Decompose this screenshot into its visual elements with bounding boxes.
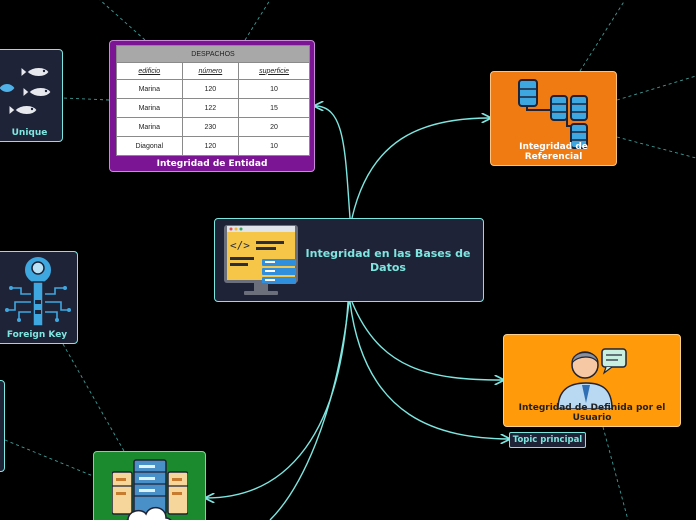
despachos-table: DESPACHOS edificio número superficie Mar…	[116, 45, 310, 156]
table-row: Marina 230 20	[116, 117, 310, 137]
dashed-link-ref-right-a	[616, 75, 696, 101]
foreign-key-label: Foreign Key	[6, 330, 68, 340]
table-cell: Marina	[116, 79, 183, 99]
central-topic-title: Integridad en las Bases de Datos	[305, 247, 471, 274]
unique-label: Unique	[11, 128, 48, 138]
table-cell: Diagonal	[116, 136, 183, 156]
foreign-key-node[interactable]: Foreign Key	[0, 251, 78, 344]
table-cell: 120	[181, 136, 240, 156]
left-partial-node[interactable]	[0, 380, 5, 472]
entidad-node[interactable]: DESPACHOS edificio número superficie Mar…	[109, 40, 315, 172]
usuario-node[interactable]: Integridad de Definida por el Usuario	[503, 334, 681, 427]
table-header: edificio	[116, 62, 183, 80]
dashed-link-leftbox	[4, 439, 94, 477]
table-header: superficie	[238, 62, 310, 80]
table-cell: 122	[181, 98, 240, 118]
fish-school-icon	[0, 65, 52, 117]
table-header: número	[181, 62, 240, 80]
link-central-usuario	[351, 301, 503, 380]
user-chat-icon	[557, 348, 627, 409]
table-cell: 230	[181, 117, 240, 137]
referencial-node[interactable]: Integridad de Referencial	[490, 71, 617, 166]
usuario-label: Integridad de Definida por el Usuario	[518, 403, 666, 423]
server-cloud-node[interactable]	[93, 451, 206, 520]
dashed-link-foreign	[62, 343, 125, 452]
code-monitor-icon: </>	[224, 225, 298, 295]
table-row: Marina 120 10	[116, 79, 310, 99]
unique-node[interactable]: Unique	[0, 49, 63, 142]
link-central-topic	[349, 301, 509, 439]
link-central-green	[206, 301, 349, 498]
link-central-bottom	[269, 301, 350, 520]
entidad-label: Integridad de Entidad	[156, 159, 268, 169]
server-cloud-icon	[112, 459, 188, 520]
table-cell: Marina	[116, 117, 183, 137]
central-topic[interactable]: </> Integridad en las Bases de Datos	[214, 218, 484, 302]
table-cell: 20	[238, 117, 310, 137]
table-cell: 120	[181, 79, 240, 99]
linked-databases-icon	[518, 79, 588, 149]
dashed-link-entidad-top-a	[99, 0, 146, 41]
dashed-link-unique	[62, 97, 110, 101]
link-central-referencial	[351, 118, 490, 219]
table-cell: Marina	[116, 98, 183, 118]
referencial-label: Integridad de Referencial	[519, 142, 588, 162]
table-row: Marina 122 15	[116, 98, 310, 118]
table-row: Diagonal 120 10	[116, 136, 310, 156]
dashed-link-ref-top	[579, 0, 626, 72]
link-central-entidad	[315, 106, 351, 219]
topic-principal[interactable]: Topic principal	[509, 432, 586, 448]
table-caption: DESPACHOS	[116, 45, 310, 63]
table-cell: 10	[238, 136, 310, 156]
key-circuit-icon	[5, 255, 71, 327]
dashed-link-ref-right-b	[616, 136, 696, 159]
svg-text:</>: </>	[230, 239, 250, 252]
dashed-link-entidad-top-b	[244, 0, 271, 41]
dashed-link-usuario-bottom	[602, 426, 629, 520]
table-cell: 15	[238, 98, 310, 118]
table-cell: 10	[238, 79, 310, 99]
